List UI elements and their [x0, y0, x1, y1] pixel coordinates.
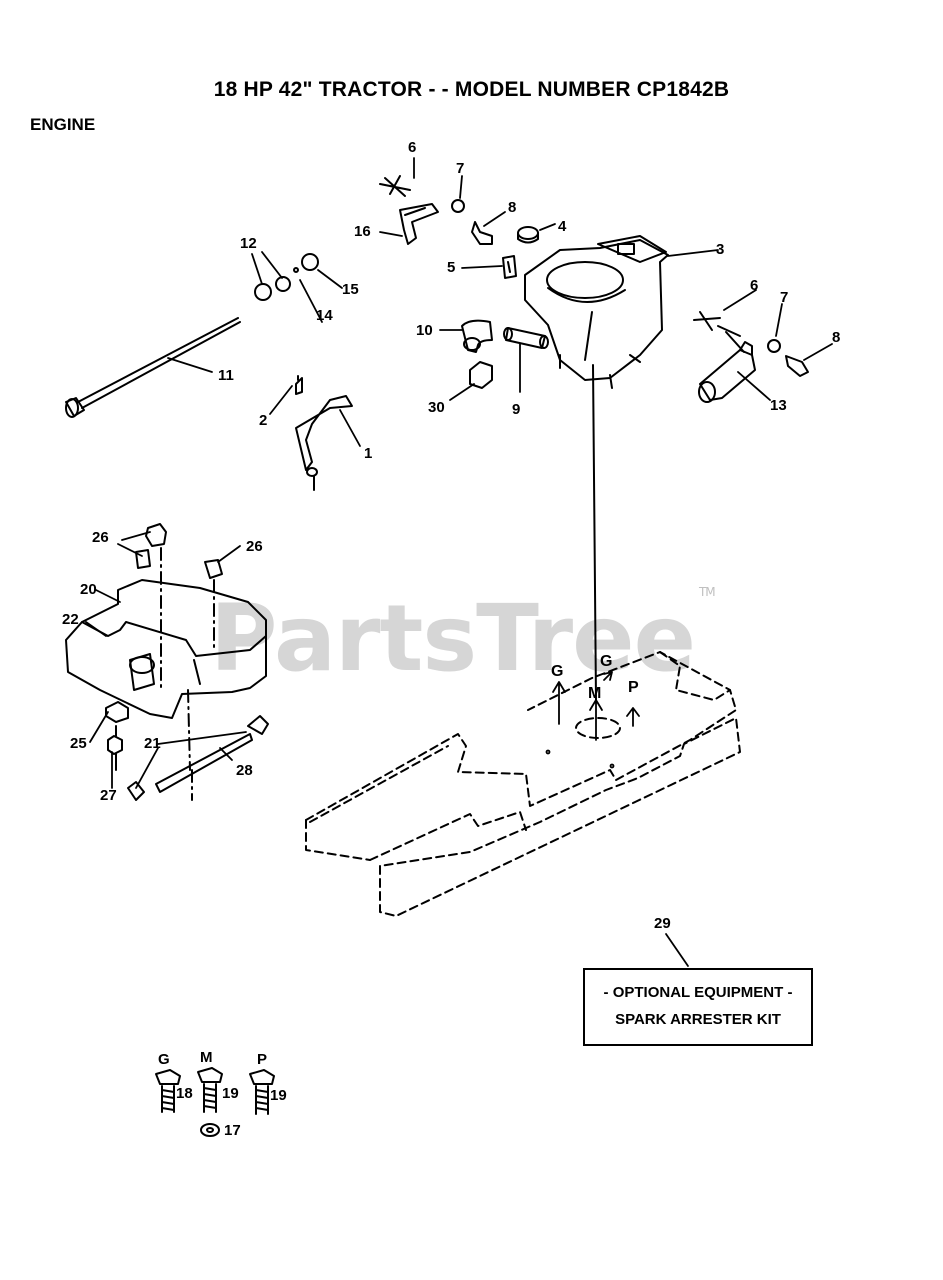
leader-lines: [85, 157, 833, 967]
label-6a: 6: [408, 139, 416, 156]
diagram-title: 18 HP 42" TRACTOR - - MODEL NUMBER CP184…: [213, 78, 730, 101]
label-7b: 7: [780, 289, 788, 306]
washers-12[interactable]: [254, 253, 319, 301]
label-17: 17: [224, 1122, 241, 1139]
tank-strap-28[interactable]: [127, 715, 269, 801]
label-21: 21: [144, 735, 161, 752]
mount-label-g2: G: [600, 653, 612, 670]
label-11: 11: [218, 367, 234, 384]
bracket-5[interactable]: [502, 255, 517, 279]
label-19b: 19: [270, 1087, 287, 1104]
lock-washer-7a[interactable]: [451, 199, 465, 213]
label-9: 9: [512, 401, 520, 418]
nut-30[interactable]: [469, 361, 493, 389]
cap-26b[interactable]: [135, 549, 151, 569]
label-2: 2: [259, 412, 267, 429]
label-4: 4: [558, 218, 567, 235]
engine-part-3[interactable]: [524, 235, 669, 389]
callout-line1: - OPTIONAL EQUIPMENT -: [603, 984, 793, 1001]
label-28: 28: [236, 762, 253, 779]
bolt-19a[interactable]: [197, 1067, 223, 1113]
bolt-8b[interactable]: [785, 355, 809, 377]
label-27: 27: [100, 787, 117, 804]
label-8a: 8: [508, 199, 516, 216]
bolt-label-g: G: [158, 1051, 170, 1068]
mount-label-g1: G: [551, 663, 563, 680]
muffler-bracket-16[interactable]: [379, 175, 439, 245]
label-14: 14: [316, 307, 333, 324]
label-3: 3: [716, 241, 724, 258]
nut-4[interactable]: [517, 226, 539, 244]
bolt-19b[interactable]: [249, 1069, 275, 1115]
bolt-label-m: M: [200, 1049, 213, 1066]
label-8b: 8: [832, 329, 840, 346]
optional-equipment-box: - OPTIONAL EQUIPMENT - SPARK ARRESTER KI…: [583, 968, 813, 1046]
label-20: 20: [80, 581, 97, 598]
label-1: 1: [364, 445, 372, 462]
lock-washer-7b[interactable]: [767, 339, 781, 353]
label-26b: 26: [246, 538, 263, 555]
label-7a: 7: [456, 160, 464, 177]
label-16: 16: [354, 223, 371, 240]
cap-26a[interactable]: [145, 523, 167, 547]
label-12: 12: [240, 235, 257, 252]
bolt-label-p: P: [257, 1051, 267, 1068]
cap-26c[interactable]: [204, 559, 223, 579]
pipe-9[interactable]: [503, 327, 549, 349]
control-bracket-1[interactable]: [295, 375, 353, 491]
throttle-cable-11[interactable]: [65, 317, 241, 418]
engine-mount-line: [592, 364, 597, 701]
section-label: ENGINE: [30, 115, 96, 134]
exhaust-pipe-10[interactable]: [461, 319, 493, 353]
label-25: 25: [70, 735, 87, 752]
mount-label-p1: P: [628, 679, 639, 696]
fuel-tank-20[interactable]: [65, 579, 267, 719]
label-19a: 19: [222, 1085, 239, 1102]
bolt-8a[interactable]: [471, 221, 493, 245]
bolt-18[interactable]: [155, 1069, 181, 1113]
mount-label-m1: M: [588, 685, 601, 702]
label-18: 18: [176, 1085, 193, 1102]
callout-line2: SPARK ARRESTER KIT: [615, 1011, 781, 1028]
label-30: 30: [428, 399, 445, 416]
label-26a: 26: [92, 529, 109, 546]
label-13: 13: [770, 397, 787, 414]
washer-17[interactable]: [200, 1123, 220, 1137]
mount-arrows: [545, 671, 640, 769]
label-22: 22: [62, 611, 79, 628]
label-5: 5: [447, 259, 455, 276]
label-6b: 6: [750, 277, 758, 294]
fuel-fitting-25[interactable]: [105, 701, 129, 771]
label-15: 15: [342, 281, 359, 298]
muffler-13[interactable]: [693, 311, 756, 403]
label-10: 10: [416, 322, 433, 339]
label-29: 29: [654, 915, 671, 932]
tractor-frame: [305, 651, 741, 917]
